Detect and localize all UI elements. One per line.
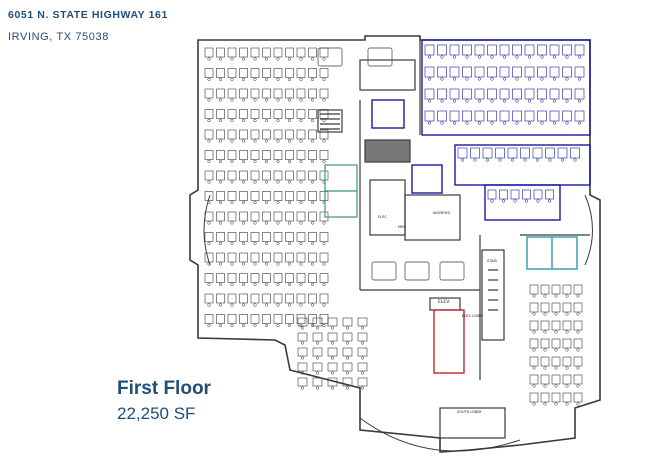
core-walls — [317, 40, 590, 439]
label-south-lobby: SOUTH LOBBY — [457, 410, 483, 414]
highlight-green-zone — [324, 164, 358, 218]
workstation-grid-center — [297, 317, 368, 390]
label-mens: MEN — [398, 225, 406, 229]
highlight-teal-zone — [526, 236, 578, 270]
label-elev-lobby: ELEV LOBBY — [462, 314, 484, 318]
workstation-grid-west — [204, 47, 329, 328]
highlight-red-zone — [433, 309, 465, 374]
label-stair: STAIR — [487, 259, 498, 263]
conference-tables — [317, 47, 465, 281]
address-line-2: IRVING, TX 75038 — [8, 31, 109, 43]
building-outline — [189, 35, 601, 453]
east-arc — [584, 194, 593, 266]
south-entry-arc — [359, 417, 521, 452]
label-elev: ELEV. — [438, 299, 450, 305]
label-elec: ELEC — [378, 215, 387, 219]
label-womens: WOMEN'S — [433, 211, 451, 215]
workstation-grid-northeast — [424, 44, 585, 203]
highlight-blue-zones — [371, 39, 591, 221]
workstation-grid-southeast — [529, 284, 583, 406]
address-line-1: 6051 N. STATE HIGHWAY 161 — [8, 9, 168, 21]
floor-area: 22,250 SF — [117, 404, 196, 423]
floor-title: First Floor — [117, 378, 211, 399]
